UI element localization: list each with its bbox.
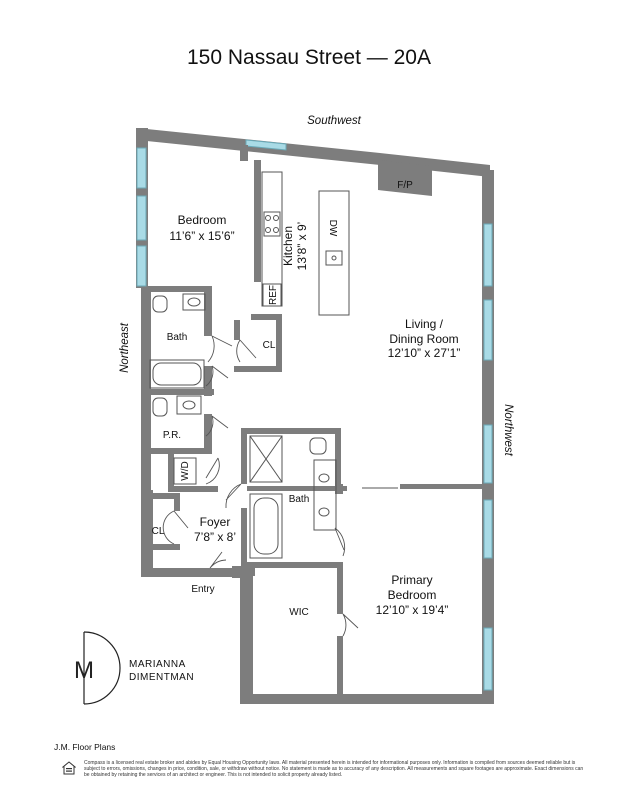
doors xyxy=(162,335,359,637)
legal-disclaimer: Compass is a licensed real estate broker… xyxy=(84,760,584,778)
fireplace-label: F/P xyxy=(397,180,413,191)
label-southwest: Southwest xyxy=(307,115,362,127)
dishwasher-label: DW xyxy=(327,220,338,237)
label-northwest: Northwest xyxy=(502,404,514,457)
primary-name-1: Primary xyxy=(391,573,432,587)
kitchen-name: Kitchen xyxy=(281,226,295,266)
bedroom-dims: 11’6” x 15’6” xyxy=(169,229,234,243)
fixtures xyxy=(149,171,398,559)
refrigerator-label: REF xyxy=(268,285,279,305)
plan-title: 150 Nassau Street — 20A xyxy=(187,46,431,69)
brand-name: MARIANNA DIMENTMAN xyxy=(129,658,194,684)
entry-label: Entry xyxy=(191,584,214,595)
primary-dims: 12’10” x 19’4” xyxy=(376,603,449,617)
label-northeast: Northeast xyxy=(119,322,131,373)
powder-room-label: P.R. xyxy=(163,430,181,441)
living-name-2: Dining Room xyxy=(389,332,458,346)
bath1-label: Bath xyxy=(167,332,188,343)
brand-line-1: MARIANNA xyxy=(129,659,186,670)
foyer-name: Foyer xyxy=(200,515,231,529)
closet1-label: CL xyxy=(263,340,276,351)
windows xyxy=(136,139,493,691)
kitchen-dims: 13’8” x 9’ xyxy=(295,222,309,271)
living-name-1: Living / xyxy=(405,317,444,331)
foyer-dims: 7’8” x 8’ xyxy=(194,530,236,544)
bedroom-name: Bedroom xyxy=(178,213,227,227)
bath2-label: Bath xyxy=(289,494,310,505)
plan-credit: J.M. Floor Plans xyxy=(54,742,116,752)
equal-housing-icon xyxy=(62,761,76,775)
primary-name-2: Bedroom xyxy=(388,588,437,602)
brand-logo: M xyxy=(74,631,121,705)
brand-line-2: DIMENTMAN xyxy=(129,672,195,683)
closet2-label: CL xyxy=(152,526,165,537)
logo-letter: M xyxy=(74,657,94,684)
living-dims: 12’10” x 27’1” xyxy=(388,346,461,360)
interior-walls xyxy=(148,145,484,694)
wic-label: WIC xyxy=(289,607,308,618)
washer-dryer-label: W/D xyxy=(180,461,191,480)
